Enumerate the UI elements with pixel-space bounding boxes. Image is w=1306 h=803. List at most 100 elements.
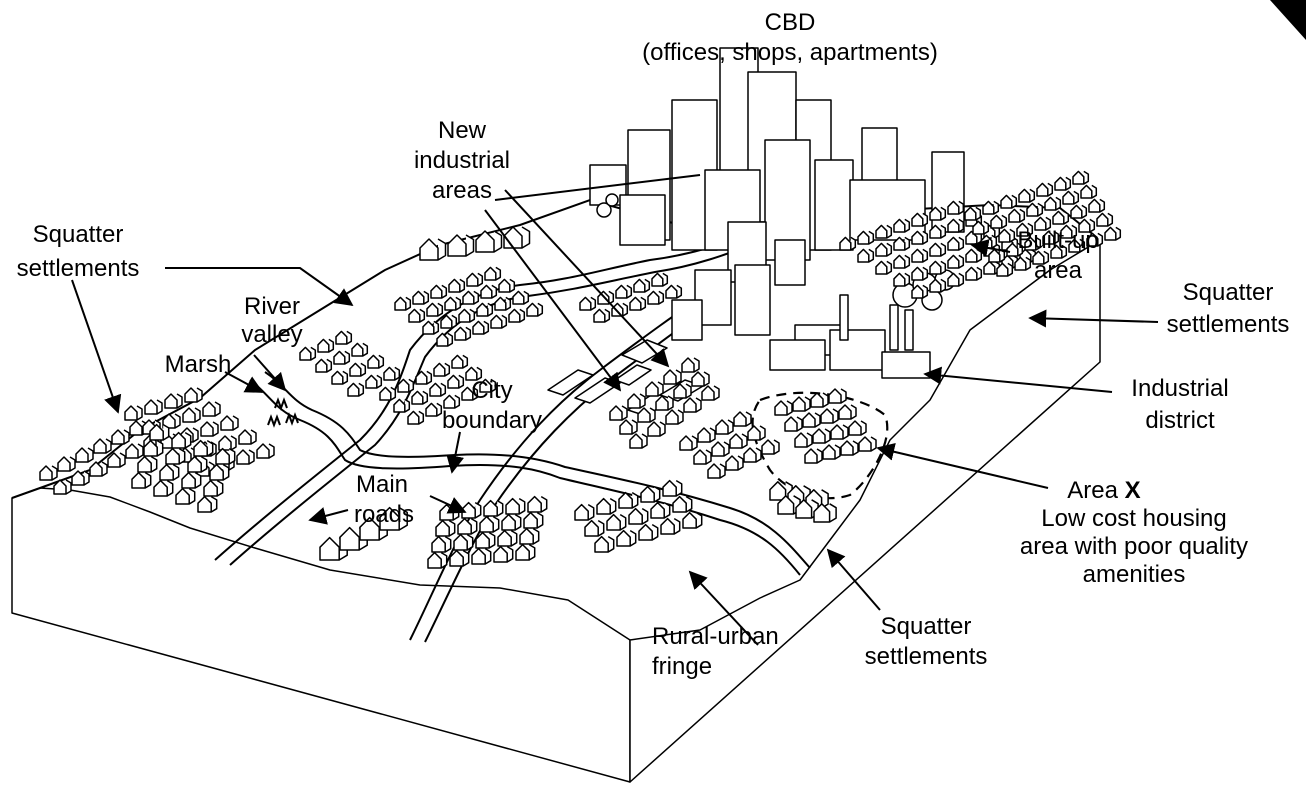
house	[383, 366, 401, 381]
house	[839, 236, 857, 251]
house	[725, 455, 744, 471]
house	[672, 495, 693, 513]
house	[637, 407, 656, 423]
house	[483, 499, 504, 517]
house	[461, 501, 482, 519]
house	[947, 254, 965, 269]
house	[144, 399, 163, 415]
house	[848, 420, 867, 436]
house	[490, 314, 508, 329]
house	[857, 248, 875, 263]
house	[627, 393, 646, 409]
house	[162, 413, 181, 429]
label-built-up-2: area	[1034, 257, 1083, 284]
house	[1018, 188, 1036, 203]
house	[615, 284, 633, 299]
house	[335, 330, 353, 345]
house	[449, 549, 470, 567]
house	[893, 272, 911, 287]
house	[947, 218, 965, 233]
house	[202, 401, 221, 417]
label-area-x-2: Low cost housing	[1041, 505, 1226, 532]
house	[181, 471, 202, 489]
house	[379, 506, 408, 531]
house	[965, 266, 983, 281]
house	[810, 392, 829, 408]
house	[911, 266, 929, 281]
house	[480, 284, 498, 299]
house	[893, 218, 911, 233]
house	[476, 302, 494, 317]
arrow-squatter-r	[1028, 309, 1159, 328]
houses-layer	[39, 170, 1122, 569]
house	[159, 463, 180, 481]
label-cbd-sub: (offices, shops, apartments)	[642, 39, 938, 66]
label-industrial-2: district	[1145, 407, 1215, 434]
house	[1068, 238, 1086, 253]
house	[1000, 194, 1018, 209]
house	[505, 497, 526, 515]
house	[681, 357, 700, 373]
house	[465, 366, 483, 381]
house	[256, 443, 275, 459]
house	[153, 479, 174, 497]
house	[215, 447, 236, 465]
house	[71, 470, 90, 486]
house	[197, 495, 218, 513]
house	[822, 444, 841, 460]
house	[125, 443, 144, 459]
house	[828, 388, 847, 404]
house	[457, 517, 478, 535]
house	[693, 449, 712, 465]
house	[430, 284, 448, 299]
house	[1072, 170, 1090, 185]
house	[422, 320, 440, 335]
house	[1104, 226, 1122, 241]
house	[299, 346, 317, 361]
house	[419, 238, 447, 261]
arrow-city-boundary	[446, 431, 465, 474]
label-cbd-title: CBD	[765, 9, 816, 36]
house	[629, 433, 648, 449]
arrow-squatter-tl	[165, 267, 354, 307]
house	[453, 533, 474, 551]
house	[743, 447, 762, 463]
arrow-marsh	[224, 371, 264, 393]
house	[479, 515, 500, 533]
house	[1050, 244, 1068, 259]
house	[443, 394, 461, 409]
house	[838, 404, 857, 420]
house	[515, 543, 536, 561]
house	[526, 302, 544, 317]
house	[1096, 212, 1114, 227]
house	[317, 338, 335, 353]
house	[965, 248, 983, 263]
house	[333, 350, 351, 365]
house	[111, 429, 130, 445]
house	[164, 393, 183, 409]
house	[93, 438, 112, 454]
house	[393, 398, 411, 413]
house	[347, 382, 365, 397]
house	[367, 354, 385, 369]
house	[503, 226, 531, 249]
house	[647, 290, 665, 305]
house	[1054, 176, 1072, 191]
house	[472, 320, 490, 335]
house	[594, 535, 615, 553]
house	[440, 314, 458, 329]
house	[697, 427, 716, 443]
house	[761, 439, 780, 455]
label-river-valley-1: River	[244, 293, 300, 320]
house	[407, 410, 425, 425]
house	[493, 545, 514, 563]
house	[466, 272, 484, 287]
house	[193, 439, 214, 457]
house	[200, 421, 219, 437]
house	[238, 429, 257, 445]
house	[663, 369, 682, 385]
house	[175, 487, 196, 505]
house	[447, 374, 465, 389]
house	[682, 511, 703, 529]
house	[1078, 218, 1096, 233]
